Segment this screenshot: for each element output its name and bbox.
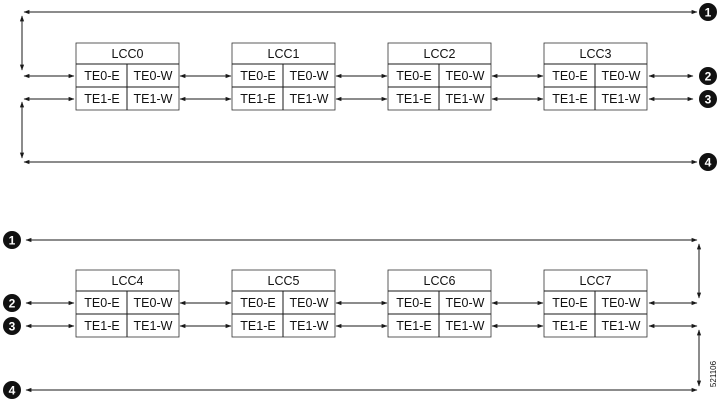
- port-te0-w: TE0-W: [602, 69, 641, 83]
- port-te1-w: TE1-W: [134, 92, 173, 106]
- callout-3: 3: [3, 317, 21, 335]
- port-te0-e: TE0-E: [84, 296, 119, 310]
- port-te1-e: TE1-E: [240, 319, 275, 333]
- port-te1-w: TE1-W: [290, 319, 329, 333]
- port-te1-e: TE1-E: [84, 92, 119, 106]
- callout-number: 1: [9, 234, 16, 248]
- figure-id: 521106: [709, 360, 718, 387]
- port-te0-e: TE0-E: [240, 69, 275, 83]
- port-te1-e: TE1-E: [396, 319, 431, 333]
- callout-number: 1: [705, 6, 712, 20]
- callout-circle: [699, 3, 717, 21]
- port-te1-e: TE1-E: [552, 319, 587, 333]
- callout-number: 4: [705, 156, 712, 170]
- chassis-name: LCC3: [580, 47, 612, 61]
- port-te1-e: TE1-E: [240, 92, 275, 106]
- callout-circle: [699, 67, 717, 85]
- port-te1-e: TE1-E: [552, 92, 587, 106]
- port-te0-e: TE0-E: [240, 296, 275, 310]
- port-te0-w: TE0-W: [602, 296, 641, 310]
- port-te0-e: TE0-E: [84, 69, 119, 83]
- callout-circle: [699, 90, 717, 108]
- chassis-name: LCC2: [424, 47, 456, 61]
- port-te1-w: TE1-W: [602, 92, 641, 106]
- callout-1: 1: [3, 231, 21, 249]
- callout-4: 4: [3, 381, 21, 399]
- callout-number: 3: [705, 93, 712, 107]
- callout-3: 3: [699, 90, 717, 108]
- port-te0-e: TE0-E: [552, 296, 587, 310]
- port-te1-w: TE1-W: [602, 319, 641, 333]
- callout-2: 2: [699, 67, 717, 85]
- port-te1-w: TE1-W: [290, 92, 329, 106]
- callout-1: 1: [699, 3, 717, 21]
- port-te0-w: TE0-W: [446, 296, 485, 310]
- port-te0-w: TE0-W: [134, 69, 173, 83]
- port-te0-w: TE0-W: [290, 69, 329, 83]
- port-te1-w: TE1-W: [134, 319, 173, 333]
- chassis-name: LCC5: [268, 274, 300, 288]
- callout-circle: [699, 153, 717, 171]
- callout-circle: [3, 317, 21, 335]
- port-te0-e: TE0-E: [396, 296, 431, 310]
- port-te1-w: TE1-W: [446, 92, 485, 106]
- callout-number: 2: [9, 297, 16, 311]
- port-te1-e: TE1-E: [84, 319, 119, 333]
- chassis-name: LCC0: [112, 47, 144, 61]
- port-te0-w: TE0-W: [446, 69, 485, 83]
- port-te0-e: TE0-E: [396, 69, 431, 83]
- chassis-name: LCC4: [112, 274, 144, 288]
- callout-circle: [3, 381, 21, 399]
- callout-4: 4: [699, 153, 717, 171]
- callout-circle: [3, 294, 21, 312]
- port-te0-w: TE0-W: [290, 296, 329, 310]
- port-te0-w: TE0-W: [134, 296, 173, 310]
- port-te1-w: TE1-W: [446, 319, 485, 333]
- callout-number: 2: [705, 70, 712, 84]
- chassis-name: LCC7: [580, 274, 612, 288]
- port-te0-e: TE0-E: [552, 69, 587, 83]
- callout-number: 3: [9, 320, 16, 334]
- port-te1-e: TE1-E: [396, 92, 431, 106]
- chassis-name: LCC6: [424, 274, 456, 288]
- callout-number: 4: [9, 384, 16, 398]
- callout-circle: [3, 231, 21, 249]
- chassis-name: LCC1: [268, 47, 300, 61]
- callout-2: 2: [3, 294, 21, 312]
